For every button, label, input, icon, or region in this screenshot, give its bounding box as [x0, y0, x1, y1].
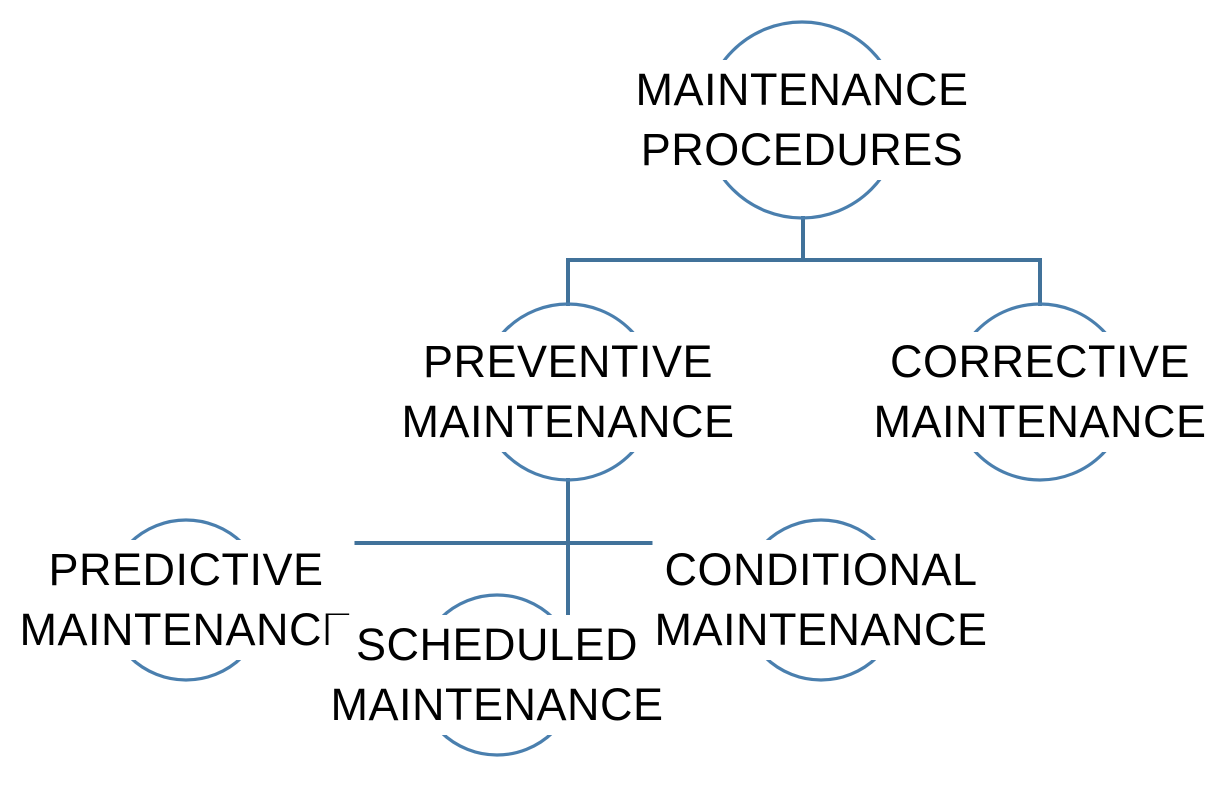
node-label-line1: CORRECTIVE	[873, 332, 1207, 392]
node-scheduled-maintenance[interactable]: SCHEDULED MAINTENANCE	[328, 615, 666, 735]
node-label-line2: MAINTENANCE	[330, 675, 664, 735]
node-label-line1: PREVENTIVE	[401, 332, 735, 392]
node-label-line2: PROCEDURES	[635, 120, 969, 180]
node-preventive-maintenance[interactable]: PREVENTIVE MAINTENANCE	[399, 332, 737, 452]
node-label-line2: MAINTENANCE	[873, 392, 1207, 452]
node-label-line2: MAINTENANCE	[19, 600, 353, 660]
node-corrective-maintenance[interactable]: CORRECTIVE MAINTENANCE	[871, 332, 1209, 452]
node-predictive-maintenance[interactable]: PREDICTIVE MAINTENANCE	[17, 540, 355, 660]
node-label-line1: CONDITIONAL	[654, 540, 988, 600]
node-label-line1: PREDICTIVE	[19, 540, 353, 600]
node-label-line2: MAINTENANCE	[401, 392, 735, 452]
node-conditional-maintenance[interactable]: CONDITIONAL MAINTENANCE	[652, 540, 990, 660]
node-maintenance-procedures[interactable]: MAINTENANCE PROCEDURES	[633, 60, 971, 180]
node-label-line1: MAINTENANCE	[635, 60, 969, 120]
node-label-line2: MAINTENANCE	[654, 600, 988, 660]
node-label-line1: SCHEDULED	[330, 615, 664, 675]
